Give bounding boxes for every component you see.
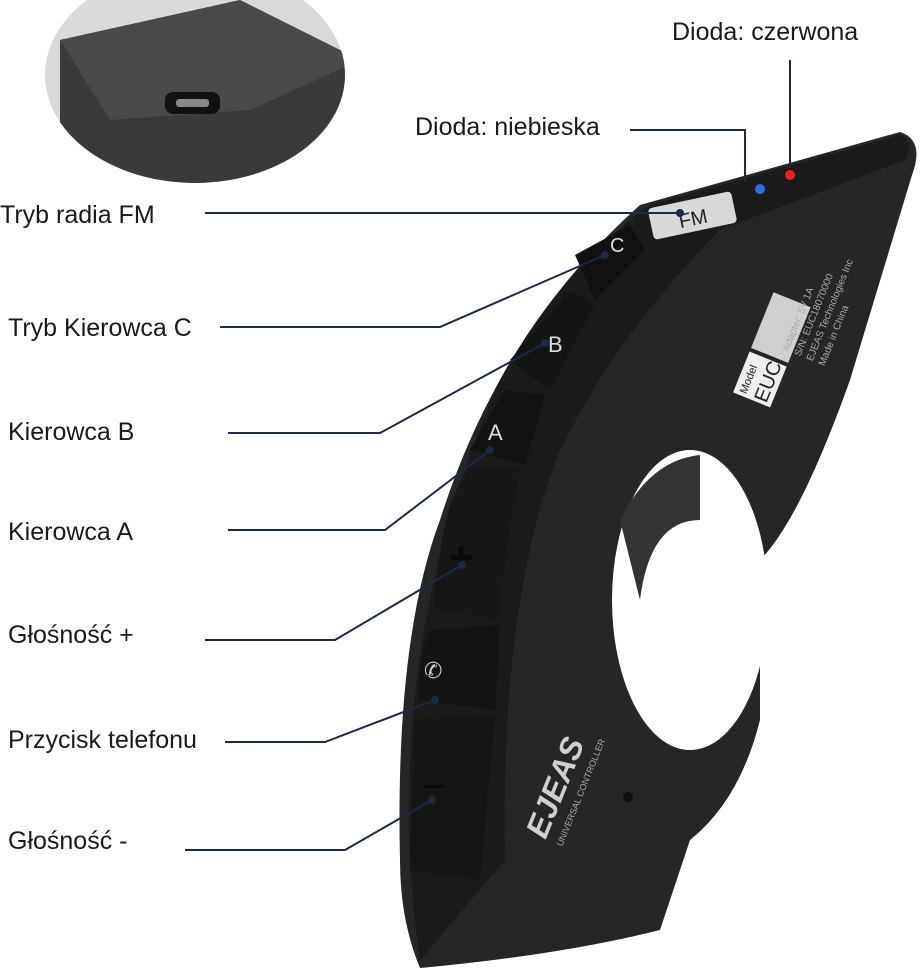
c-button-label: C bbox=[610, 235, 624, 257]
volume-up-button[interactable] bbox=[435, 470, 520, 620]
c-button[interactable] bbox=[575, 225, 645, 300]
label-volume-down: Głośność - bbox=[8, 827, 128, 855]
label-led-blue: Dioda: niebieska bbox=[415, 113, 600, 141]
fm-button[interactable] bbox=[648, 191, 738, 240]
controller-device: FM C B A + ✆ − Model EUC Adapter: 5V 1A … bbox=[399, 132, 917, 968]
label-rider-b: Kierowca B bbox=[8, 418, 135, 446]
a-button-label: A bbox=[488, 420, 503, 445]
b-button-label: B bbox=[548, 332, 563, 357]
volume-down-button[interactable] bbox=[410, 715, 495, 880]
label-phone-button: Przycisk telefonu bbox=[8, 726, 197, 754]
label-led-red: Dioda: czerwona bbox=[672, 18, 859, 46]
b-button[interactable] bbox=[510, 290, 595, 390]
label-volume-up: Głośność + bbox=[8, 621, 134, 649]
phone-button[interactable] bbox=[418, 625, 500, 710]
phone-icon: ✆ bbox=[424, 658, 442, 683]
label-rider-a: Kierowca A bbox=[8, 518, 134, 546]
usb-port-inset bbox=[45, 0, 345, 183]
plus-icon: + bbox=[448, 533, 474, 582]
blue-led-icon bbox=[755, 184, 765, 194]
leader-dots bbox=[428, 209, 684, 804]
leader-lines bbox=[185, 60, 791, 851]
red-led-icon bbox=[785, 170, 795, 180]
label-rider-c: Tryb Kierowca C bbox=[8, 314, 192, 342]
label-fm-mode: Tryb radia FM bbox=[0, 201, 155, 229]
minus-icon: − bbox=[422, 765, 445, 809]
